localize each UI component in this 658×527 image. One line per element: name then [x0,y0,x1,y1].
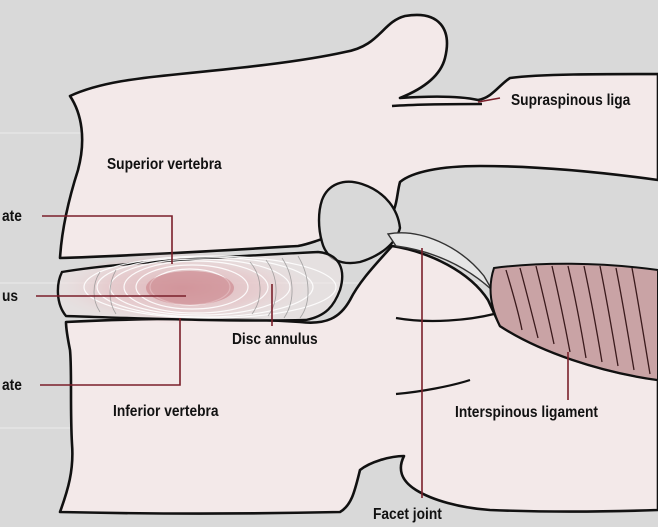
label-superior-vertebra: Superior vertebra [107,157,222,173]
label-facet-joint: Facet joint [373,507,442,523]
label-endplate-bottom: ate [2,378,22,394]
nucleus-pulposus [146,271,234,305]
label-disc-annulus: Disc annulus [232,332,318,348]
label-interspinous: Interspinous ligament [455,405,598,421]
label-inferior-vertebra: Inferior vertebra [113,404,219,420]
label-endplate-top: ate [2,209,22,225]
label-nucleus: us [2,289,18,305]
label-supraspinous: Supraspinous liga [511,93,630,109]
